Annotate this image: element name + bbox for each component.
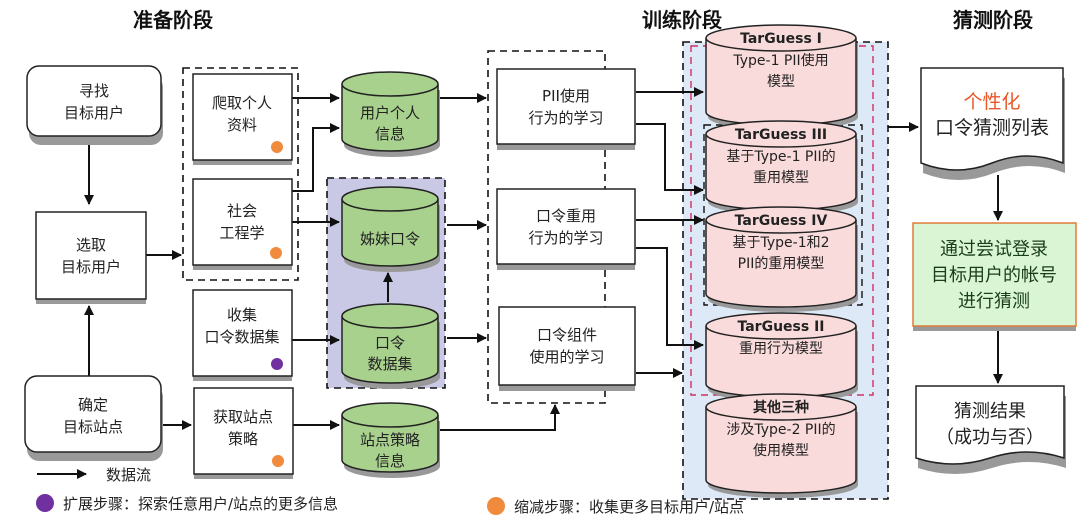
db-pw-dataset: 口令 数据集: [341, 303, 440, 389]
shrink-step-dot: [271, 141, 283, 153]
db-site-policy-line2: 信息: [375, 452, 405, 470]
model-desc-line: 基于Type-1 PII的: [726, 148, 835, 165]
user-info-group: [182, 67, 299, 281]
component-learn-line1: 口令组件: [537, 326, 597, 344]
guess-result-node: 猜测结果 （成功与否）: [915, 385, 1066, 474]
legend-dataflow: 数据流: [106, 466, 151, 484]
legend-shrink: 缩减步骤：收集更多目标用户/站点: [514, 498, 744, 516]
crawl-profile-line1: 爬取个人: [212, 94, 272, 112]
attempt-line1: 通过尝试登录: [940, 239, 1048, 260]
db-sister-pw: 姊妹口令: [341, 186, 440, 272]
legend-expand: 扩展步骤：探索任意用户/站点的更多信息: [63, 495, 338, 513]
model-desc-line: 重用模型: [753, 170, 809, 186]
db-pw-dataset-line1: 口令: [375, 334, 405, 352]
get-policy-line2: 策略: [228, 430, 258, 448]
reuse-learn-line2: 行为的学习: [528, 229, 603, 247]
guess-list-label: 口令猜测列表: [935, 117, 1049, 139]
model-desc-line: 涉及Type-2 PII的: [726, 422, 835, 438]
db-user-info: 用户个人 信息: [341, 71, 440, 157]
collect-pw-node: 收集 口令数据集: [192, 289, 293, 381]
attempt-line3: 进行猜测: [958, 291, 1030, 312]
social-eng-node: 社会 工程学: [192, 178, 293, 270]
result-line2: （成功与否）: [936, 427, 1044, 448]
pii-learn-node: PII使用 行为的学习: [496, 68, 636, 150]
component-learn-line2: 使用的学习: [529, 348, 604, 366]
db-user-info-line1: 用户个人: [360, 104, 420, 122]
crawl-profile-line2: 资料: [227, 116, 257, 134]
db-user-info-line2: 信息: [375, 125, 405, 143]
crawl-profile-node: 爬取个人 资料: [192, 73, 293, 165]
legend: 数据流 扩展步骤：探索任意用户/站点的更多信息 缩减步骤：收集更多目标用户/站点: [36, 466, 744, 516]
expand-step-dot: [271, 358, 283, 370]
expand-dot-icon: [36, 494, 54, 512]
db-site-policy: 站点策略 信息: [341, 402, 440, 478]
attempt-line2: 目标用户的帐号: [931, 265, 1057, 286]
guess-list-node: 个性化 口令猜测列表: [920, 67, 1065, 180]
stage-title-prepare: 准备阶段: [133, 8, 213, 32]
collect-pw-line2: 口令数据集: [204, 328, 279, 346]
db-site-policy-line1: 站点策略: [360, 431, 420, 449]
select-user-line2: 目标用户: [61, 258, 121, 276]
model-cylinder-4: TarGuess II 重用行为模型: [705, 312, 858, 402]
reuse-learn-node: 口令重用 行为的学习: [496, 188, 636, 270]
determine-site-node: 确定 目标站点: [24, 375, 163, 461]
shrink-step-dot: [270, 247, 282, 259]
collect-pw-line1: 收集: [227, 306, 257, 324]
stage-title-guess: 猜测阶段: [952, 8, 1033, 32]
determine-site-line2: 目标站点: [63, 418, 123, 436]
find-user-line2: 目标用户: [64, 104, 124, 122]
find-user-node: 寻找 目标用户: [26, 65, 163, 145]
select-user-line1: 选取: [76, 236, 106, 254]
model-title: TarGuess III: [735, 127, 827, 143]
stage-title-train: 训练阶段: [642, 8, 722, 32]
determine-site-line1: 确定: [78, 396, 108, 414]
model-title: TarGuess IV: [735, 213, 828, 229]
attempt-login-node: 通过尝试登录 目标用户的帐号 进行猜测: [912, 222, 1077, 331]
model-desc-line: PII的重用模型: [738, 256, 825, 272]
component-learn-node: 口令组件 使用的学习: [498, 306, 636, 391]
shrink-dot-icon: [487, 497, 505, 515]
model-title: TarGuess I: [740, 31, 822, 47]
db-pw-dataset-line2: 数据集: [367, 355, 412, 373]
get-policy-node: 获取站点 策略: [193, 387, 294, 479]
pii-learn-line2: 行为的学习: [528, 109, 603, 127]
model-cylinder-2: TarGuess III 基于Type-1 PII的重用模型: [705, 120, 858, 215]
model-desc-line: 基于Type-1和2: [732, 234, 829, 251]
model-desc-line: Type-1 PII使用: [732, 52, 828, 69]
social-eng-line1: 社会: [227, 202, 257, 220]
pii-learn-line1: PII使用: [542, 87, 590, 105]
model-desc-line: 模型: [767, 74, 795, 90]
find-user-line1: 寻找: [79, 82, 109, 100]
model-title: 其他三种: [753, 399, 809, 416]
model-title: TarGuess II: [737, 319, 824, 335]
personalized-label: 个性化: [963, 91, 1020, 113]
model-desc-line: 使用模型: [753, 442, 809, 459]
social-eng-line2: 工程学: [219, 224, 264, 242]
get-policy-line1: 获取站点: [213, 408, 273, 426]
select-user-node: 选取 目标用户: [35, 211, 147, 304]
result-line1: 猜测结果: [954, 401, 1026, 422]
shrink-step-dot: [272, 455, 284, 467]
db-sister-pw-label: 姊妹口令: [360, 230, 420, 248]
model-desc-line: 重用行为模型: [739, 341, 823, 357]
data-flow-arrows: [84, 87, 1003, 431]
reuse-learn-line1: 口令重用: [536, 207, 596, 225]
